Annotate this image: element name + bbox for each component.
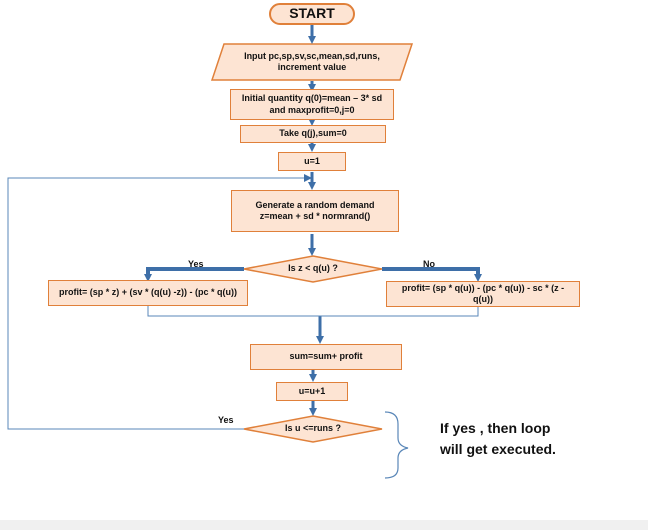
main-flow-arrows	[308, 24, 324, 416]
input-step: Input pc,sp,sv,sc,mean,sd,runs, incremen…	[244, 50, 380, 72]
bottom-band	[0, 520, 648, 530]
decision-label: Is z < q(u) ?	[288, 263, 338, 274]
start-terminal: START	[269, 3, 355, 25]
generate-demand-step: Generate a random demand z=mean + sd * n…	[231, 190, 399, 232]
loop-back-connector	[7, 174, 312, 430]
init-step: Initial quantity q(0)=mean – 3* sd and m…	[230, 89, 394, 120]
loop-annotation-line2: will get executed.	[440, 441, 556, 457]
loop-decision-label: Is u <=runs ?	[284, 423, 342, 434]
u-init-step: u=1	[278, 152, 346, 171]
profit-yes-step: profit= (sp * z) + (sv * (q(u) -z)) - (p…	[48, 280, 248, 306]
loop-annotation: If yes , then loop will get executed.	[440, 418, 640, 460]
loop-annotation-line1: If yes , then loop	[440, 420, 551, 436]
no-branch-label: No	[423, 259, 435, 269]
take-step: Take q(j),sum=0	[240, 125, 386, 143]
merge-connectors	[147, 305, 479, 317]
profit-no-step: profit= (sp * q(u)) - (pc * q(u)) - sc *…	[386, 281, 580, 307]
decision-diamond	[243, 255, 383, 283]
loop-yes-label: Yes	[218, 415, 234, 425]
annotation-brace	[384, 411, 409, 479]
yes-branch-label: Yes	[188, 259, 204, 269]
u-increment-step: u=u+1	[276, 382, 348, 401]
input-parallelogram	[210, 43, 414, 81]
branch-arrows	[144, 267, 482, 282]
sum-step: sum=sum+ profit	[250, 344, 402, 370]
loop-decision-diamond	[243, 415, 383, 443]
